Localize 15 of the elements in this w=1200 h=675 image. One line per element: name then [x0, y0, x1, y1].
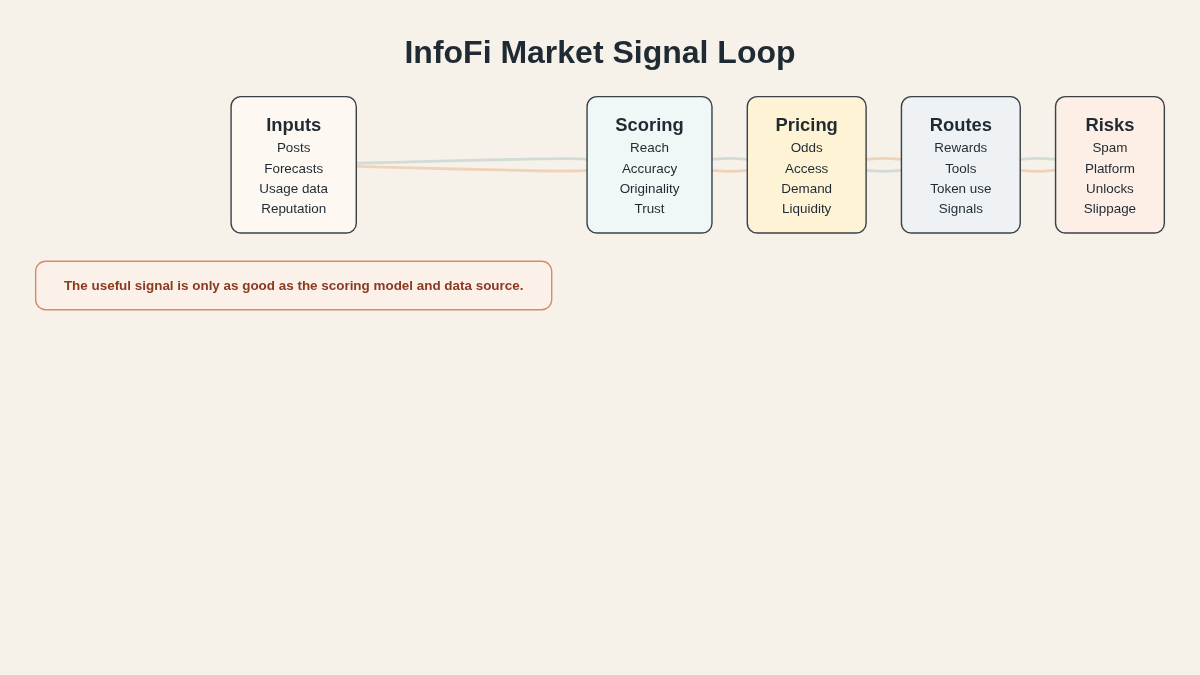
node-box: Inputs Posts Forecasts Usage data Reputation [230, 95, 357, 234]
connector [711, 168, 748, 173]
connector [356, 165, 588, 173]
node-box: Routes Rewards Tools Token use Signals [900, 95, 1021, 234]
node-box: The useful signal is only as good as the scoring model and data source. [34, 260, 553, 311]
connector [356, 157, 588, 165]
diagram-title: InfoFi Market Signal Loop [404, 34, 796, 71]
connector [711, 156, 748, 161]
connector [1020, 156, 1056, 161]
node-box: Pricing Odds Access Demand Liquidity [746, 95, 867, 234]
connector [1020, 168, 1056, 173]
connector [866, 156, 902, 161]
node-box: Scoring Reach Accuracy Originality Trust [586, 95, 713, 234]
node-box: Risks Spam Platform Unlocks Slippage [1054, 95, 1166, 234]
connector [866, 168, 902, 173]
